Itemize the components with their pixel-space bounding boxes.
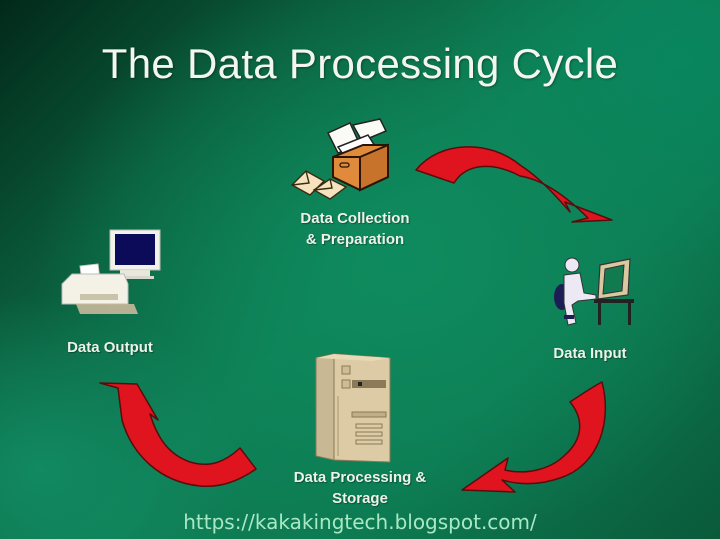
box-with-papers-and-envelopes-icon <box>290 118 389 200</box>
diagram-title: The Data Processing Cycle <box>101 40 619 87</box>
stage-label-output: Data Output <box>67 339 153 356</box>
person-at-computer-icon <box>554 257 634 326</box>
stage-label-collection: Data Collection & Preparation <box>300 210 410 248</box>
tower-computer-icon <box>315 353 391 463</box>
stage-label-input: Data Input <box>553 345 627 362</box>
stage-label-processing: Data Processing & Storage <box>293 469 427 507</box>
printer-and-monitor-icon <box>61 229 161 314</box>
footer-url: https://kakakingtech.blogspot.com/ <box>183 510 537 534</box>
